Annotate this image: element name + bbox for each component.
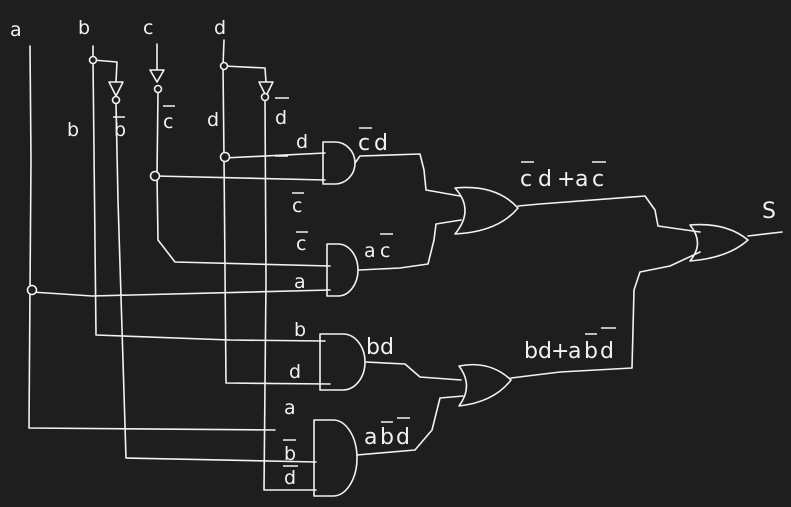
term-and4-b: b (380, 425, 394, 450)
sum-or2-plus: + (551, 339, 569, 364)
or-gate-2 (458, 363, 512, 407)
sum-or1-d: d (538, 167, 552, 192)
wire-and1-to-or1 (354, 153, 461, 197)
input-label-b: b (78, 17, 90, 39)
junction-d (219, 151, 231, 163)
and1-input-d: d (296, 131, 308, 153)
wire-and4-to-or2 (356, 395, 464, 456)
wire-a-to-and2 (31, 289, 331, 297)
junction-b (88, 55, 98, 65)
not-bubble-d (260, 92, 270, 102)
term-and2-c: c (380, 240, 390, 262)
term-and4: a b d (364, 417, 410, 450)
term-and1: c d (358, 127, 388, 156)
and-gate-2 (326, 243, 359, 297)
and3-input-d: d (289, 361, 301, 383)
sum-or1-c: c (520, 167, 532, 192)
wire-d (222, 39, 331, 385)
wire-b-not (115, 103, 317, 463)
wire-c-not (156, 92, 331, 267)
sum-or2-b: b (584, 339, 598, 364)
term-and2-a: a (364, 240, 376, 262)
and-gate-3 (319, 333, 366, 391)
term-and4-a: a (364, 425, 377, 450)
sum-or2: bd + a b d (524, 327, 616, 364)
sum-or2-a: a (568, 339, 581, 364)
wire-a (28, 45, 276, 431)
or-gate-3 (689, 223, 749, 262)
junction-a (26, 284, 38, 296)
term-and2: a c (364, 233, 393, 262)
wire-b-to-not (92, 59, 118, 83)
wire-d-not (263, 100, 317, 491)
wire-and3-to-or2 (365, 361, 462, 381)
and1-input-c-not: c (292, 195, 302, 217)
and2-input-a: a (294, 271, 306, 293)
term-and4-d: d (396, 425, 410, 450)
term-and3: bd (366, 335, 394, 360)
branch-label-d: d (207, 109, 219, 131)
wire-or2-to-or3 (510, 251, 701, 379)
branch-label-c-not: c (163, 111, 173, 133)
output-label-s: S (762, 199, 776, 224)
wire-b (92, 45, 326, 342)
and-gate-4 (313, 419, 358, 497)
sum-or2-d: d (600, 339, 614, 364)
term-and1-d: d (374, 131, 388, 156)
wire-c-not-to-and1 (154, 175, 326, 181)
sum-or1-c2: c (592, 167, 604, 192)
and4-input-d-not: d (284, 467, 296, 489)
wire-and2-to-or1 (358, 219, 462, 271)
and-gate-1 (322, 141, 356, 185)
wire-or1-to-or3 (517, 195, 701, 233)
branch-label-b-not: b (114, 119, 126, 141)
input-label-c: c (143, 17, 153, 39)
and4-input-a: a (284, 397, 296, 419)
junction-c-not (149, 170, 161, 182)
not-bubble-b (111, 95, 121, 105)
branch-label-d-not: d (275, 107, 287, 129)
and3-input-b: b (294, 319, 306, 341)
not-gate-d (258, 81, 274, 97)
junction-d-top (219, 61, 229, 71)
sum-or1: c d + a c (520, 161, 606, 192)
and2-input-c-not: c (296, 233, 306, 255)
not-gate-b (108, 81, 124, 97)
wire-d-to-and1 (223, 152, 326, 159)
or-gate-1 (454, 186, 519, 235)
term-and1-c: c (358, 131, 370, 156)
sum-or1-plus: + (557, 167, 575, 192)
not-gate-c (149, 69, 165, 83)
sum-or2-bd: bd (524, 339, 552, 364)
sum-or1-a: a (575, 167, 588, 192)
not-bubble-c (153, 84, 163, 94)
wire-output (747, 231, 783, 237)
branch-label-b: b (67, 119, 79, 141)
wire-d-to-not (223, 65, 267, 83)
input-label-d: d (214, 17, 226, 39)
input-label-a: a (10, 19, 22, 41)
and4-input-b-not: b (284, 443, 296, 465)
